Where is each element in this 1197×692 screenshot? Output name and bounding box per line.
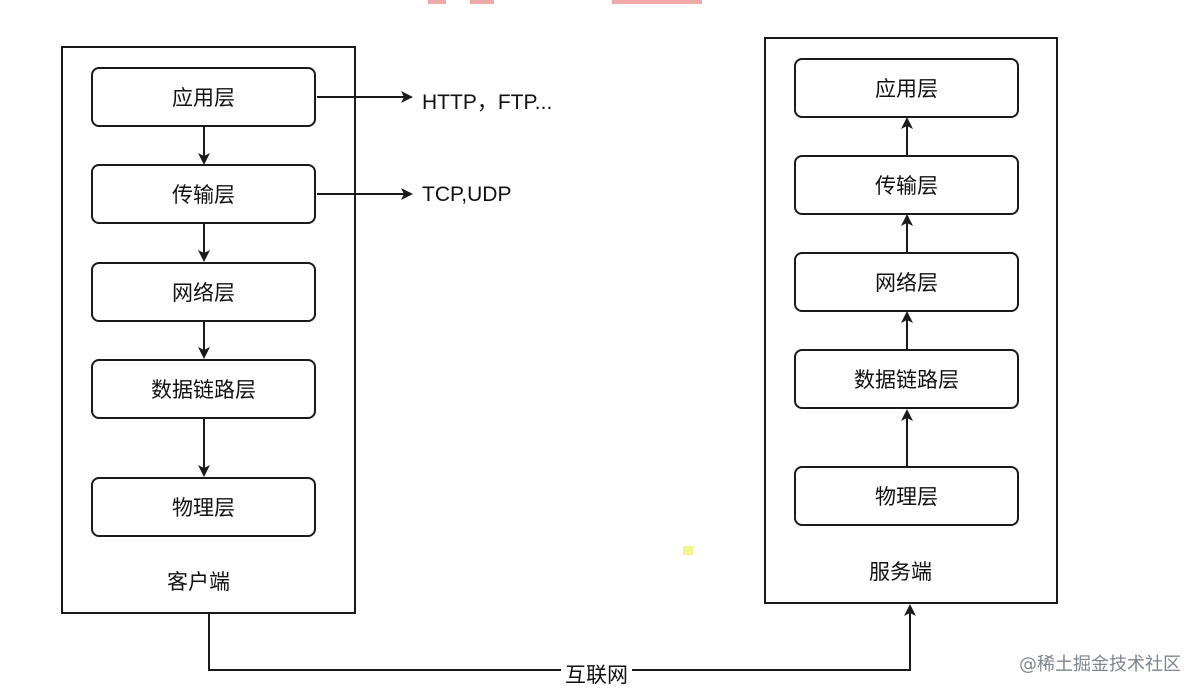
client-layer-datalink: 数据链路层 (91, 359, 316, 419)
internet-label: 互联网 (561, 659, 632, 689)
client-container (61, 46, 356, 614)
cropped-title-fragment (428, 0, 446, 4)
client-label: 客户端 (167, 570, 230, 594)
client-layer-application: 应用层 (91, 67, 316, 127)
server-layer-application: 应用层 (794, 58, 1019, 118)
application-protocols-label: HTTP，FTP... (422, 91, 553, 114)
server-label: 服务端 (869, 560, 932, 584)
client-layer-physical: 物理层 (91, 477, 316, 537)
cropped-title-fragment (470, 0, 494, 4)
client-layer-network: 网络层 (91, 262, 316, 322)
transport-protocols-label: TCP,UDP (422, 183, 512, 206)
server-layer-network: 网络层 (794, 252, 1019, 312)
server-container (764, 37, 1058, 604)
server-layer-physical: 物理层 (794, 466, 1019, 526)
cropped-title-fragment (612, 0, 702, 4)
internet-connection-line (208, 604, 916, 671)
watermark-text: @稀土掘金技术社区 (1019, 654, 1181, 675)
server-layer-datalink: 数据链路层 (794, 349, 1019, 409)
highlight-speck (683, 546, 693, 555)
server-layer-transport: 传输层 (794, 155, 1019, 215)
client-layer-transport: 传输层 (91, 164, 316, 224)
